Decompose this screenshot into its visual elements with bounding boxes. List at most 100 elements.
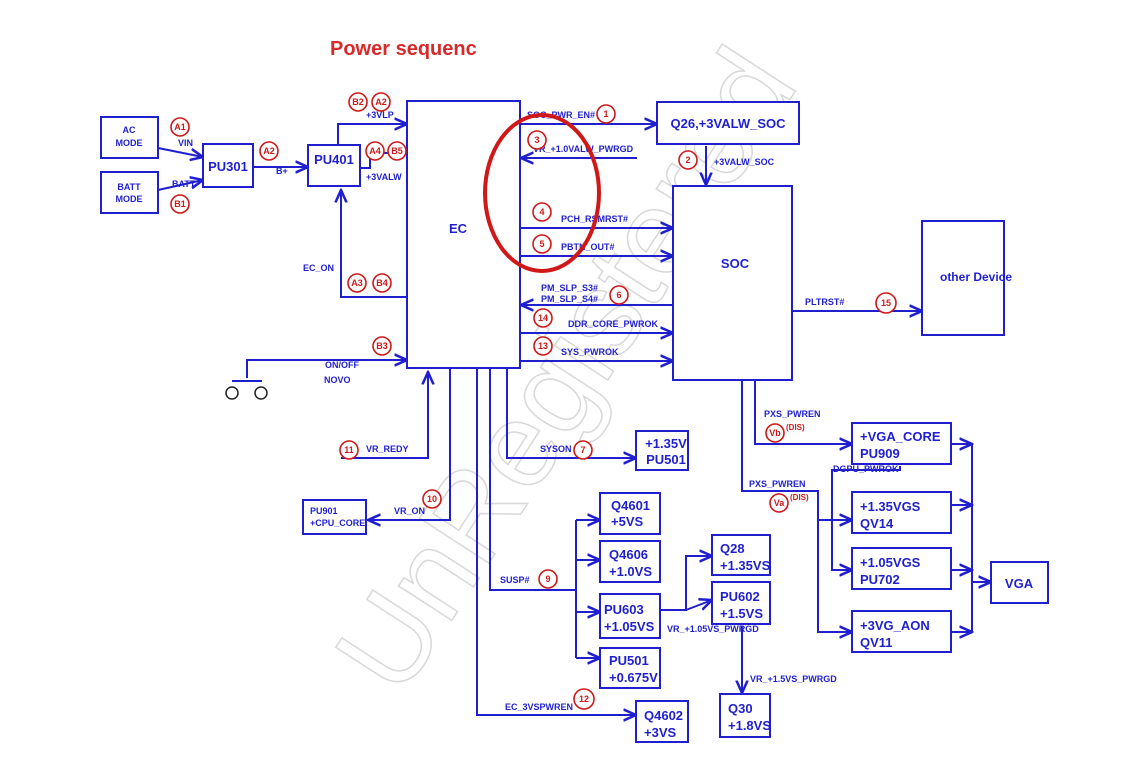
sig-vr-on: VR_ON — [394, 506, 425, 516]
pu901-line1: PU901 — [310, 506, 338, 516]
other-device-label: other Device — [940, 270, 1012, 284]
sig-pxs-pwren-1: PXS_PWREN — [764, 409, 821, 419]
sig-dis-1: (DIS) — [786, 423, 805, 432]
block-ec: EC — [406, 100, 521, 369]
pu501-135-line1: +1.35V — [645, 436, 687, 451]
sig-sys-pwrok: SYS_PWROK — [561, 347, 619, 357]
badge-3: 3 — [527, 130, 547, 150]
svg-text:11: 11 — [344, 445, 354, 455]
sig-pm-slp-s4: PM_SLP_S4# — [541, 294, 598, 304]
block-ac-mode: AC MODE — [100, 116, 159, 159]
sig-ec-3vspwren: EC_3VSPWREN — [505, 702, 573, 712]
block-pu909: +VGA_CORE PU909 — [851, 422, 952, 465]
badge-b3: B3 — [372, 336, 392, 356]
block-q30: Q30 +1.8VS — [719, 693, 771, 738]
sig-syson: SYSON — [540, 444, 572, 454]
sig-batt: BATT — [172, 179, 196, 189]
badge-b4: B4 — [372, 273, 392, 293]
sig-3valw: +3VALW — [366, 172, 402, 182]
q4601-line1: Q4601 — [611, 498, 650, 513]
pu602-line1: PU602 — [720, 589, 760, 604]
svg-text:7: 7 — [580, 445, 585, 455]
sig-novo: NOVO — [324, 375, 351, 385]
badge-12: 12 — [573, 688, 595, 710]
block-other-device: other Device — [921, 220, 1012, 336]
badge-b2: B2 — [348, 92, 368, 112]
q4601-line2: +5VS — [611, 514, 643, 529]
badge-va: Va — [769, 493, 789, 513]
q4602-line1: Q4602 — [644, 708, 683, 723]
badge-2: 2 — [678, 150, 698, 170]
q4606-line2: +1.0VS — [609, 564, 652, 579]
pu603-line2: +1.05VS — [604, 619, 655, 634]
qv11-line2: QV11 — [860, 635, 893, 650]
block-pu501-135: +1.35V PU501 — [635, 430, 689, 471]
sig-vr-105vs-pwrgd: VR_+1.05VS_PWRGD — [667, 624, 759, 634]
highlight-ellipse — [483, 113, 601, 273]
pu602-line2: +1.5VS — [720, 606, 763, 621]
sig-onoff: ON/OFF — [325, 360, 359, 370]
badge-a2: A2 — [259, 141, 279, 161]
sig-vr-redy: VR_REDY — [366, 444, 409, 454]
badge-b1: B1 — [170, 194, 190, 214]
ac-mode-line1: AC — [123, 125, 136, 135]
svg-text:A2: A2 — [375, 97, 387, 107]
sig-soc-pwr-en: SOC_PWR_EN# — [527, 110, 595, 120]
soc-label: SOC — [721, 256, 750, 271]
page-title: Power sequenc — [330, 38, 477, 60]
q26-label: Q26,+3VALW_SOC — [671, 116, 787, 131]
sig-vin: VIN — [178, 138, 193, 148]
svg-text:1: 1 — [603, 109, 608, 119]
vga-label: VGA — [1005, 576, 1034, 591]
sig-pbtn-out: PBTN_OUT# — [561, 242, 615, 252]
step-badges: A1 B1 A2 B2 A2 A4 B5 A3 B4 B3 1 2 3 4 5 … — [170, 92, 897, 710]
badge-14: 14 — [533, 308, 553, 328]
badge-a1: A1 — [170, 117, 190, 137]
wires — [157, 124, 991, 715]
svg-text:10: 10 — [427, 494, 437, 504]
sig-pxs-pwren-2: PXS_PWREN — [749, 479, 806, 489]
qv11-line1: +3VG_AON — [860, 618, 930, 633]
svg-text:14: 14 — [538, 313, 548, 323]
pu702-line2: PU702 — [860, 572, 900, 587]
svg-text:6: 6 — [616, 290, 621, 300]
badge-7: 7 — [573, 440, 593, 460]
svg-text:12: 12 — [579, 694, 589, 704]
pu301-label: PU301 — [208, 159, 248, 174]
pu501-135-line2: PU501 — [646, 452, 686, 467]
switch-contact-left — [225, 386, 239, 400]
badge-4: 4 — [532, 202, 552, 222]
badge-13: 13 — [533, 336, 553, 356]
block-pu301: PU301 — [202, 143, 254, 188]
svg-text:15: 15 — [881, 298, 891, 308]
q28-line2: +1.35VS — [720, 558, 771, 573]
svg-text:Vb: Vb — [769, 428, 781, 438]
svg-text:2: 2 — [685, 155, 690, 165]
q4602-line2: +3VS — [644, 725, 676, 740]
svg-text:13: 13 — [538, 341, 548, 351]
svg-text:B4: B4 — [376, 278, 388, 288]
badge-15: 15 — [875, 292, 897, 314]
svg-text:Va: Va — [774, 498, 786, 508]
batt-mode-line2: MODE — [116, 194, 143, 204]
pu702-line1: +1.05VGS — [860, 555, 921, 570]
block-pu501-0675: PU501 +0.675V — [599, 647, 661, 689]
svg-text:B5: B5 — [391, 146, 403, 156]
ec-label: EC — [449, 221, 468, 236]
block-pu901: PU901 +CPU_CORE — [302, 499, 367, 535]
svg-text:B3: B3 — [376, 341, 388, 351]
block-q28: Q28 +1.35VS — [711, 534, 771, 576]
q30-line1: Q30 — [728, 701, 753, 716]
pu901-line2: +CPU_CORE — [310, 518, 365, 528]
sig-3vlp: +3VLP — [366, 110, 394, 120]
badge-5: 5 — [532, 234, 552, 254]
block-qv11: +3VG_AON QV11 — [851, 610, 952, 653]
svg-text:5: 5 — [539, 239, 544, 249]
svg-text:9: 9 — [545, 574, 550, 584]
sig-dis-2: (DIS) — [790, 493, 809, 502]
svg-text:3: 3 — [534, 135, 539, 145]
sig-pm-slp-s3: PM_SLP_S3# — [541, 283, 598, 293]
q4606-line1: Q4606 — [609, 547, 648, 562]
sig-pltrst: PLTRST# — [805, 297, 844, 307]
